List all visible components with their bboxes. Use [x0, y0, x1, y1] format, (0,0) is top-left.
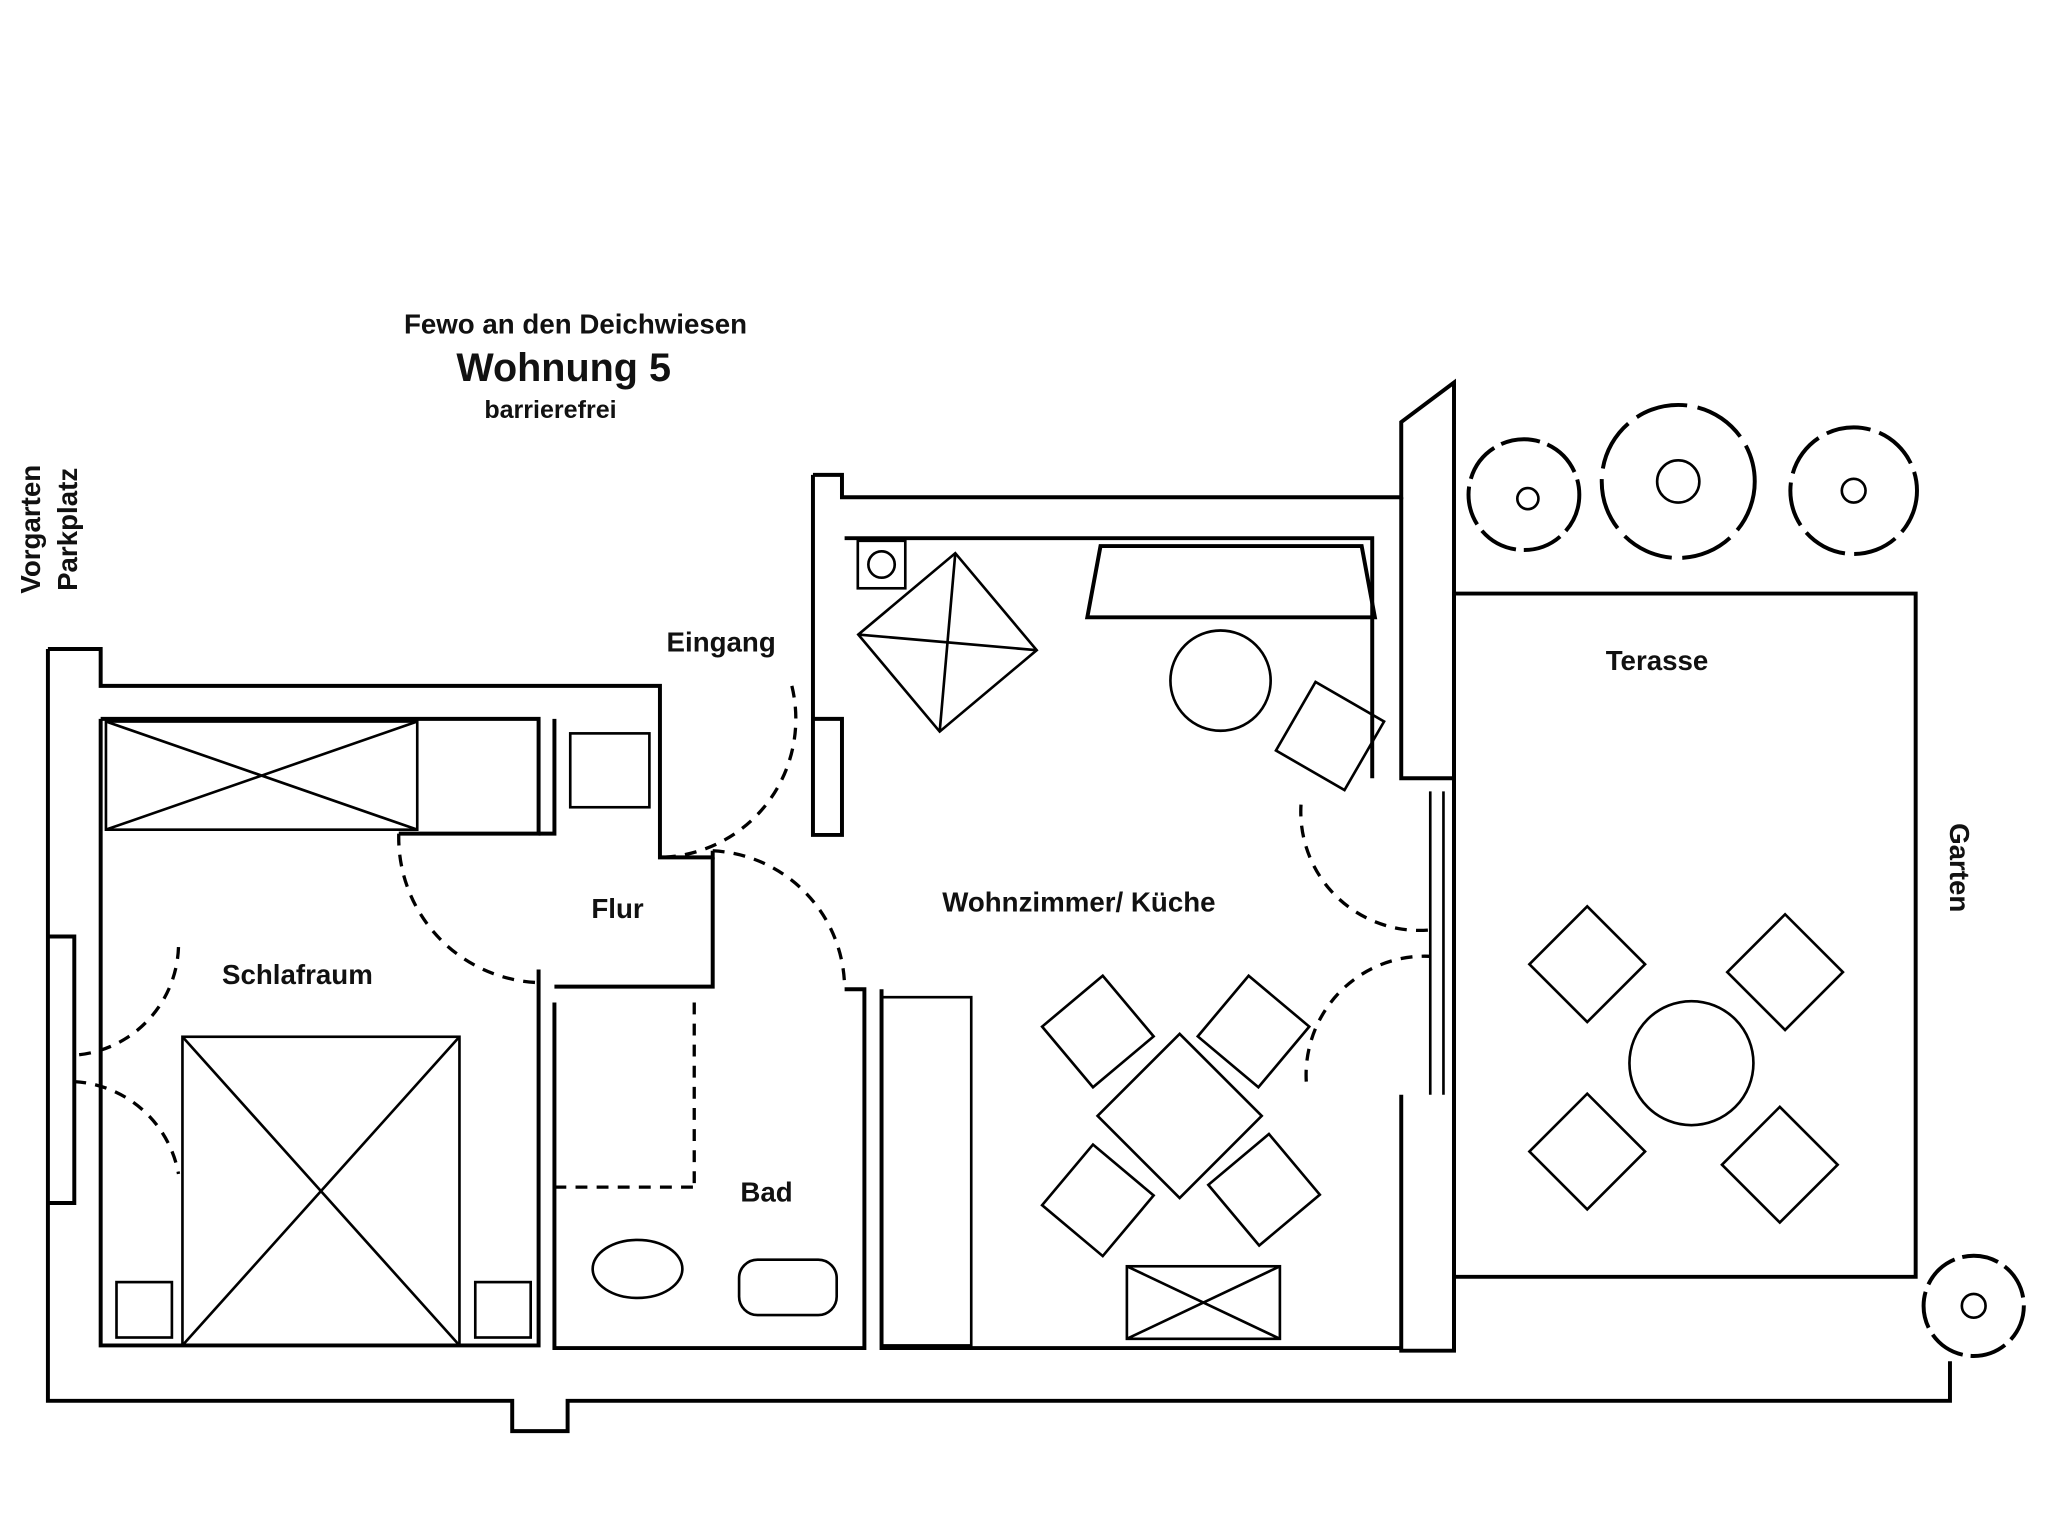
plan-title: Wohnung 5 [456, 346, 671, 390]
label-garten: Garten [1944, 823, 1975, 912]
label-vorgarten: Vorgarten [15, 465, 46, 594]
room-label-bad: Bad [740, 1177, 792, 1208]
plan-subtitle: Fewo an den Deichwiesen [404, 309, 747, 340]
room-label-eingang: Eingang [667, 627, 776, 658]
room-label-schlafraum: Schlafraum [222, 959, 373, 990]
room-label-flur: Flur [591, 893, 644, 924]
room-label-terasse: Terasse [1606, 645, 1709, 676]
walls [45, 378, 1952, 1434]
room-label-wohnzimmer: Wohnzimmer/ Küche [942, 886, 1215, 917]
flower-icons [1466, 402, 2026, 1358]
doors [74, 685, 1431, 1189]
plan-note: barrierefrei [484, 396, 616, 424]
label-parkplatz: Parkplatz [52, 468, 83, 591]
furniture [104, 539, 1845, 1347]
